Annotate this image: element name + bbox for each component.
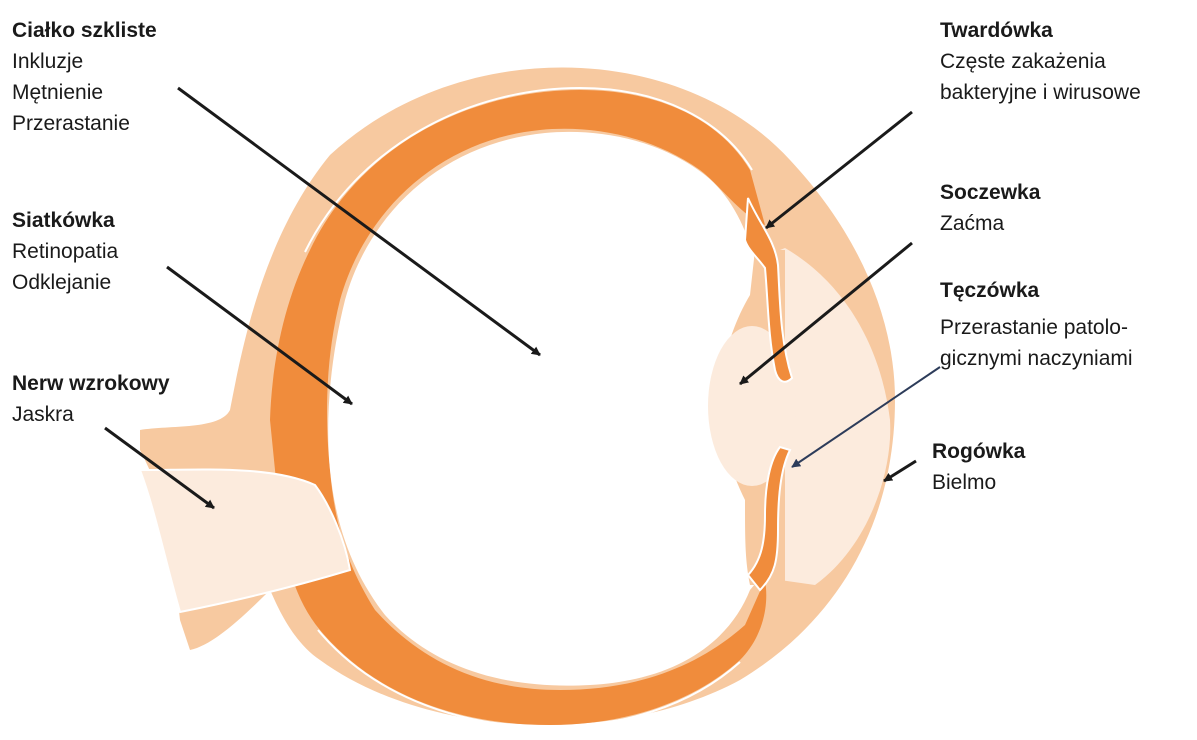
label-optic-nerve-line-1: Jaskra — [12, 399, 170, 430]
label-cornea-title: Rogówka — [932, 436, 1025, 467]
label-sclera-title: Twardówka — [940, 15, 1141, 46]
label-optic-nerve-title: Nerw wzrokowy — [12, 368, 170, 399]
label-retina-line-1: Retinopatia — [12, 236, 118, 267]
label-iris: Tęczówka Przerastanie patolo- gicznymi n… — [940, 275, 1133, 374]
label-iris-title: Tęczówka — [940, 275, 1133, 306]
label-vitreous-line-3: Przerastanie — [12, 108, 157, 139]
label-iris-line-2: gicznymi naczyniami — [940, 343, 1133, 374]
label-cornea-line-1: Bielmo — [932, 467, 1025, 498]
label-sclera-line-1: Częste zakażenia — [940, 46, 1141, 77]
label-retina: Siatkówka Retinopatia Odklejanie — [12, 205, 118, 298]
label-cornea: Rogówka Bielmo — [932, 436, 1025, 498]
label-lens-line-1: Zaćma — [940, 208, 1040, 239]
label-sclera-line-2: bakteryjne i wirusowe — [940, 77, 1141, 108]
label-vitreous-line-1: Inkluzje — [12, 46, 157, 77]
label-lens-title: Soczewka — [940, 177, 1040, 208]
label-sclera: Twardówka Częste zakażenia bakteryjne i … — [940, 15, 1141, 108]
label-vitreous-title: Ciałko szkliste — [12, 15, 157, 46]
label-retina-title: Siatkówka — [12, 205, 118, 236]
label-vitreous-line-2: Mętnienie — [12, 77, 157, 108]
label-vitreous: Ciałko szkliste Inkluzje Mętnienie Przer… — [12, 15, 157, 139]
label-iris-line-1: Przerastanie patolo- — [940, 312, 1133, 343]
label-lens: Soczewka Zaćma — [940, 177, 1040, 239]
label-retina-line-2: Odklejanie — [12, 267, 118, 298]
label-optic-nerve: Nerw wzrokowy Jaskra — [12, 368, 170, 430]
